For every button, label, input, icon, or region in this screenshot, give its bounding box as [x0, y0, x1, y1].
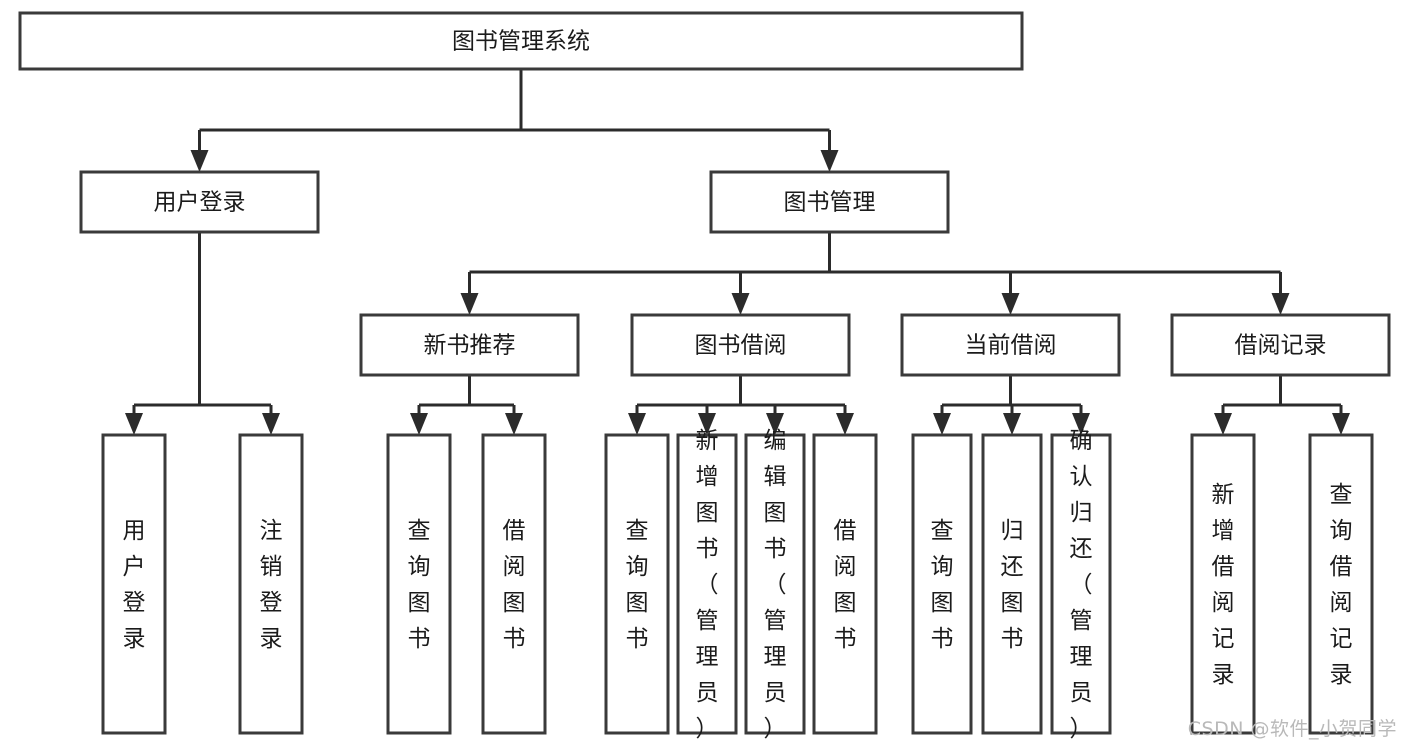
- node-label-leaf_8: 查询图书: [931, 518, 954, 652]
- node-box-leaf_6[interactable]: [744, 433, 806, 735]
- node-leaf_9[interactable]: 归还图书: [981, 433, 1043, 735]
- node-box-leaf_9[interactable]: [981, 433, 1043, 735]
- node-label-leaf_5: 新增图书（管理员）: [696, 428, 719, 742]
- node-label-leaf_4: 查询图书: [626, 518, 649, 652]
- node-l3_3[interactable]: 借阅记录: [1170, 313, 1391, 377]
- node-label-leaf_12: 查询借阅记录: [1330, 482, 1353, 688]
- node-box-leaf_2[interactable]: [386, 433, 452, 735]
- node-l3_0[interactable]: 新书推荐: [359, 313, 580, 377]
- node-leaf_8[interactable]: 查询图书: [911, 433, 973, 735]
- node-label-leaf_7: 借阅图书: [834, 518, 857, 652]
- node-l2_0[interactable]: 用户登录: [79, 170, 320, 234]
- node-label-leaf_6: 编辑图书（管理员）: [764, 428, 787, 742]
- node-box-leaf_7[interactable]: [812, 433, 878, 735]
- node-label-leaf_3: 借阅图书: [503, 518, 526, 652]
- node-label-leaf_1: 注销登录: [260, 518, 283, 652]
- node-box-leaf_5[interactable]: [676, 433, 738, 735]
- connector-group-l2_0: [125, 232, 280, 435]
- node-label-leaf_9: 归还图书: [1001, 518, 1024, 652]
- node-label-leaf_0: 用户登录: [123, 518, 146, 652]
- node-box-leaf_0[interactable]: [101, 433, 167, 735]
- node-leaf_12[interactable]: 查询借阅记录: [1308, 433, 1374, 735]
- node-leaf_7[interactable]: 借阅图书: [812, 433, 878, 735]
- connector-group-l3_2: [933, 375, 1090, 435]
- node-leaf_10[interactable]: 确认归还（管理员）: [1050, 428, 1112, 742]
- csdn-watermark: CSDN @软件_小贺同学: [1187, 718, 1397, 740]
- node-layer: 图书管理系统用户登录图书管理新书推荐图书借阅当前借阅借阅记录用户登录注销登录查询…: [18, 11, 1391, 742]
- node-label-l3_1: 图书借阅: [695, 333, 787, 359]
- node-box-root[interactable]: [18, 11, 1024, 71]
- node-box-l3_2[interactable]: [900, 313, 1121, 377]
- connector-group-l3_1: [628, 375, 854, 435]
- node-box-leaf_3[interactable]: [481, 433, 547, 735]
- node-label-l3_0: 新书推荐: [424, 333, 516, 359]
- node-label-leaf_11: 新增借阅记录: [1212, 482, 1235, 688]
- node-box-l3_3[interactable]: [1170, 313, 1391, 377]
- node-box-leaf_4[interactable]: [604, 433, 670, 735]
- node-box-leaf_11[interactable]: [1190, 433, 1256, 735]
- connector-layer: [125, 69, 1350, 435]
- node-box-leaf_8[interactable]: [911, 433, 973, 735]
- node-box-leaf_10[interactable]: [1050, 433, 1112, 735]
- connector-group-root: [190, 69, 839, 172]
- node-label-leaf_2: 查询图书: [408, 518, 431, 652]
- node-leaf_1[interactable]: 注销登录: [238, 433, 304, 735]
- node-label-leaf_10: 确认归还（管理员）: [1070, 428, 1093, 742]
- node-box-l3_1[interactable]: [630, 313, 851, 377]
- connector-group-l3_0: [410, 375, 523, 435]
- node-label-l3_2: 当前借阅: [965, 333, 1057, 359]
- node-label-l3_3: 借阅记录: [1235, 333, 1327, 359]
- node-leaf_5[interactable]: 新增图书（管理员）: [676, 428, 738, 742]
- node-label-root: 图书管理系统: [452, 29, 590, 55]
- node-box-leaf_12[interactable]: [1308, 433, 1374, 735]
- node-leaf_6[interactable]: 编辑图书（管理员）: [744, 428, 806, 742]
- node-box-l2_0[interactable]: [79, 170, 320, 234]
- connector-group-l3_3: [1214, 375, 1350, 435]
- node-box-l2_1[interactable]: [709, 170, 950, 234]
- node-leaf_11[interactable]: 新增借阅记录: [1190, 433, 1256, 735]
- node-root[interactable]: 图书管理系统: [18, 11, 1024, 71]
- node-box-l3_0[interactable]: [359, 313, 580, 377]
- node-l3_1[interactable]: 图书借阅: [630, 313, 851, 377]
- node-leaf_3[interactable]: 借阅图书: [481, 433, 547, 735]
- connector-group-l2_1: [460, 232, 1290, 315]
- node-label-l2_1: 图书管理: [784, 190, 876, 216]
- node-leaf_4[interactable]: 查询图书: [604, 433, 670, 735]
- node-leaf_0[interactable]: 用户登录: [101, 433, 167, 735]
- node-l2_1[interactable]: 图书管理: [709, 170, 950, 234]
- node-l3_2[interactable]: 当前借阅: [900, 313, 1121, 377]
- node-leaf_2[interactable]: 查询图书: [386, 433, 452, 735]
- node-label-l2_0: 用户登录: [154, 190, 246, 216]
- node-box-leaf_1[interactable]: [238, 433, 304, 735]
